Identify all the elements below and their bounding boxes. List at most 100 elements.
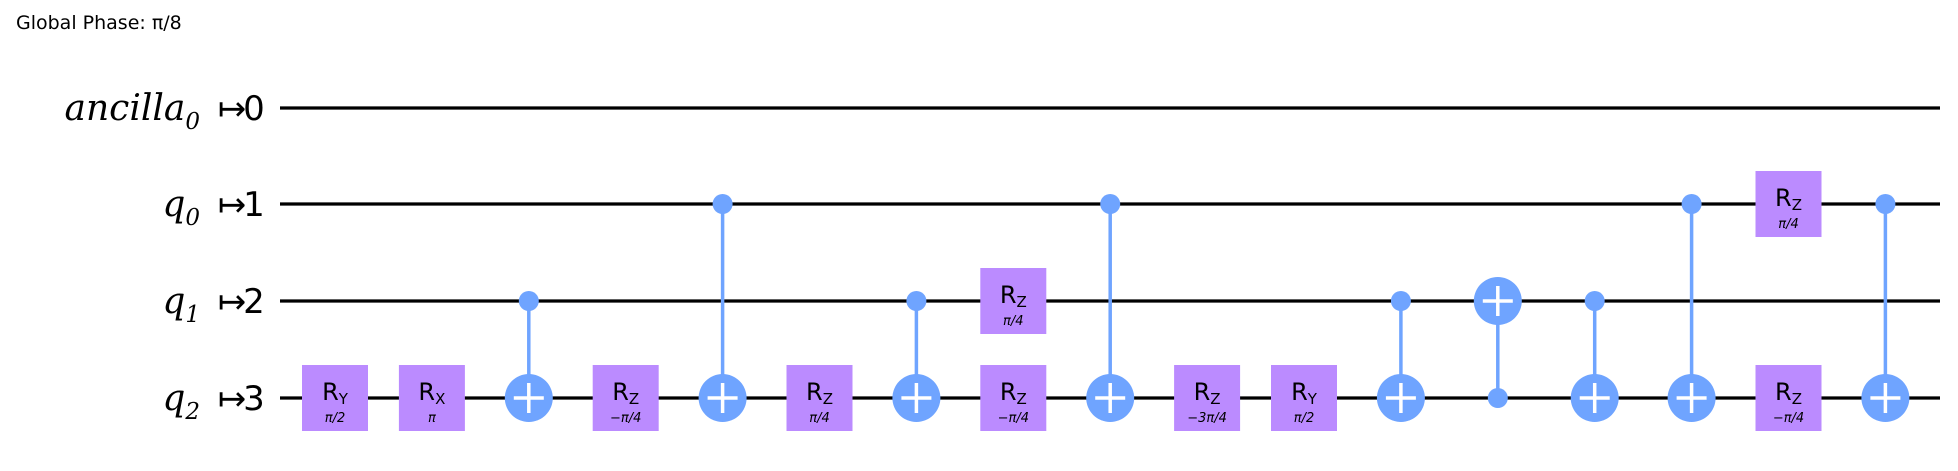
control-dot — [1681, 194, 1702, 214]
cnot-gate — [1570, 291, 1619, 422]
gate-name: R — [1000, 281, 1017, 309]
wire-name: q — [162, 281, 185, 322]
gate-box — [1271, 365, 1337, 431]
gate-label: RY — [322, 378, 349, 408]
wire-label-0: ancilla0 — [65, 88, 200, 135]
control-dot — [1100, 194, 1121, 214]
wire-labels: ancilla0↦0q0↦1q1↦2q2↦3 — [65, 88, 265, 425]
gate-name: R — [1000, 378, 1017, 406]
gate-name: R — [612, 378, 629, 406]
gate-name: R — [1775, 184, 1792, 212]
rotation-gate: RZ −π/4 — [592, 365, 659, 431]
gates: RYπ/2RXπRZ−π/4RZπ/4RZπ/4RZ−π/4RZ−3π/4RYπ… — [302, 171, 1910, 431]
gate-axis: X — [435, 390, 445, 408]
physical-qubit-index: 0 — [243, 89, 265, 129]
gate-param: −π/4 — [1773, 411, 1804, 426]
gate-label: RZ — [1000, 281, 1027, 311]
gate-axis: Y — [1307, 390, 1318, 408]
gate-box — [1174, 365, 1241, 431]
rotation-gate: RYπ/2 — [302, 365, 368, 431]
global-phase-label: Global Phase: π/8 — [16, 12, 182, 34]
physical-qubit-index: 1 — [243, 185, 265, 225]
gate-label: RX — [418, 378, 445, 408]
gate-box — [1755, 365, 1822, 431]
gate-name: R — [1775, 378, 1792, 406]
wire-subscript: 0 — [185, 205, 200, 231]
gate-param: π/4 — [809, 411, 829, 426]
gate-box — [398, 365, 465, 431]
control-dot — [1390, 291, 1411, 311]
wire-subscript: 0 — [185, 109, 200, 135]
gate-box — [592, 365, 659, 431]
physical-qubit-index: 3 — [243, 379, 265, 419]
wire-subscript: 2 — [184, 399, 200, 425]
wire-name: q — [162, 378, 185, 419]
mapsto-arrow: ↦ — [218, 185, 247, 225]
gate-label: RZ — [612, 378, 639, 408]
wire-label-3: q2 — [162, 378, 200, 425]
gate-name: R — [418, 378, 435, 406]
gate-name: R — [1194, 378, 1211, 406]
gate-name: R — [1291, 378, 1308, 406]
gate-axis: Z — [1792, 196, 1802, 214]
rotation-gate: RZπ/4 — [786, 365, 853, 431]
gate-name: R — [806, 378, 823, 406]
gate-box — [1755, 171, 1822, 237]
cnot-gate — [1473, 277, 1522, 408]
cnot-gate — [1086, 194, 1135, 422]
gate-param: π/4 — [1003, 314, 1023, 329]
gate-param: π — [428, 411, 436, 426]
physical-qubit-index: 2 — [243, 282, 265, 322]
control-dot — [518, 291, 539, 311]
cnot-gate — [1667, 194, 1716, 422]
gate-box — [302, 365, 368, 431]
control-dot — [1584, 291, 1605, 311]
gate-label: RZ — [1775, 184, 1802, 214]
mapsto-arrow: ↦ — [218, 282, 247, 322]
rotation-gate: RYπ/2 — [1271, 365, 1337, 431]
gate-label: RZ — [1194, 378, 1221, 408]
gate-param: π/4 — [1778, 217, 1798, 232]
gate-box — [980, 365, 1047, 431]
gate-axis: Z — [629, 390, 639, 408]
control-dot — [1875, 194, 1896, 214]
rotation-gate: RXπ — [398, 365, 465, 431]
cnot-gate — [1861, 194, 1910, 422]
cnot-gate — [698, 194, 747, 422]
gate-param: −π/4 — [610, 411, 641, 426]
gate-axis: Z — [1017, 390, 1027, 408]
cnot-gate — [504, 291, 553, 422]
gate-label: RZ — [1000, 378, 1027, 408]
rotation-gate: RZ −3π/4 — [1174, 365, 1241, 431]
gate-box — [980, 268, 1047, 334]
rotation-gate: RZ −π/4 — [980, 365, 1047, 431]
wire-name: q — [162, 184, 185, 225]
gate-axis: Z — [823, 390, 833, 408]
gate-axis: Z — [1017, 293, 1027, 311]
gate-param: −π/4 — [998, 411, 1029, 426]
cnot-gate — [892, 291, 941, 422]
rotation-gate: RZ −π/4 — [1755, 365, 1822, 431]
control-dot — [712, 194, 733, 214]
wire-subscript: 1 — [185, 302, 200, 328]
wire-name: ancilla — [65, 88, 186, 129]
gate-axis: Y — [338, 390, 349, 408]
rotation-gate: RZπ/4 — [1755, 171, 1822, 237]
gate-axis: Z — [1210, 390, 1220, 408]
control-dot — [906, 291, 927, 311]
gate-param: −3π/4 — [1187, 411, 1227, 426]
gate-label: RY — [1291, 378, 1318, 408]
gate-label: RZ — [1775, 378, 1802, 408]
mapsto-arrow: ↦ — [218, 89, 247, 129]
gate-name: R — [322, 378, 339, 406]
gate-box — [786, 365, 853, 431]
rotation-gate: RZπ/4 — [980, 268, 1047, 334]
mapsto-arrow: ↦ — [218, 379, 247, 419]
control-dot — [1487, 388, 1508, 408]
gate-param: π/2 — [1294, 411, 1314, 426]
cnot-gate — [1376, 291, 1425, 422]
gate-param: π/2 — [325, 411, 345, 426]
wire-label-1: q0 — [162, 184, 200, 231]
gate-label: RZ — [806, 378, 833, 408]
